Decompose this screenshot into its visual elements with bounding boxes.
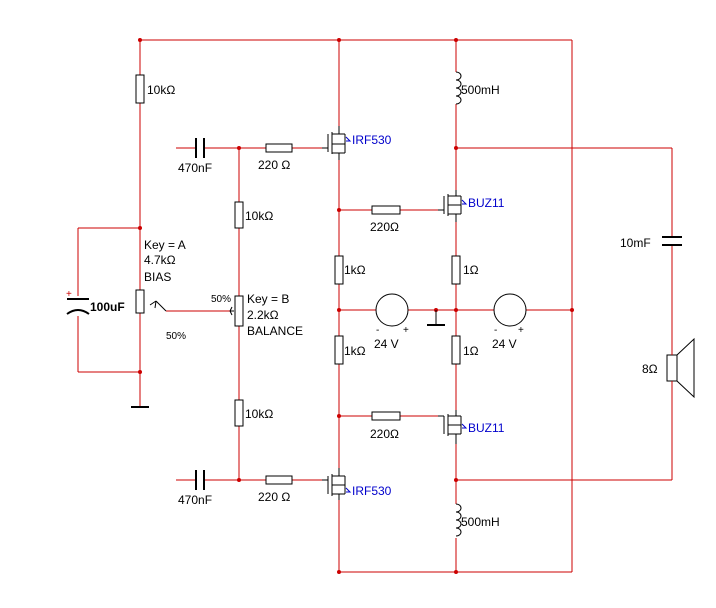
resistor-label: 220 Ω: [258, 158, 290, 172]
resistor-label: 1kΩ: [344, 344, 366, 358]
resistor-label: 1kΩ: [344, 263, 366, 277]
transistor-label: IRF530: [352, 133, 392, 147]
resistor-r-mid-bottom: 10kΩ: [234, 399, 273, 427]
junctions: [138, 38, 574, 574]
pot-name: BIAS: [144, 270, 171, 284]
pot-value: 2.2kΩ: [247, 308, 279, 322]
transistor-label: BUZ11: [468, 196, 505, 210]
mosfet-buz11-bottom: BUZ11: [438, 410, 505, 444]
potentiometer-bias: Key = A 4.7kΩ BIAS 50%: [135, 238, 186, 342]
inductor-label: 500mH: [461, 515, 500, 529]
resistor-r-gate-bottom: 220 Ω: [258, 475, 293, 504]
inductor-label: 500mH: [461, 83, 500, 97]
capacitor-c-out: 10mF: [620, 236, 682, 250]
resistor-r-gate-top: 220 Ω: [258, 143, 293, 172]
capacitor-label: 470nF: [178, 161, 212, 175]
voltage-source-left: - + 24 V: [374, 293, 409, 351]
source-minus: -: [494, 325, 497, 336]
resistor-label: 1Ω: [463, 344, 479, 358]
source-minus: -: [376, 325, 379, 336]
resistor-r-mid-top: 10kΩ: [234, 201, 273, 229]
resistor-label: 220Ω: [370, 427, 399, 441]
mosfet-irf530-bottom: IRF530: [322, 468, 392, 500]
ground-center: [427, 310, 445, 326]
resistor-r-emit-bottom: 1Ω: [451, 335, 479, 365]
resistor-r-bias-top: 10kΩ: [135, 74, 175, 104]
resistor-label: 1Ω: [463, 263, 479, 277]
pot-key: Key = A: [144, 238, 186, 252]
resistor-label: 10kΩ: [245, 209, 273, 223]
pot-value: 4.7kΩ: [144, 253, 176, 267]
resistor-r-gate-buz-bottom: 220Ω: [370, 411, 401, 441]
pot-percent: 50%: [211, 294, 231, 305]
capacitor-c-in-bottom: 470nF: [178, 470, 212, 507]
resistor-label: 10kΩ: [147, 83, 175, 97]
speaker-label: 8Ω: [642, 362, 658, 376]
pot-percent: 50%: [166, 331, 186, 342]
mosfet-buz11-top: BUZ11: [438, 190, 505, 222]
resistor-label: 220 Ω: [258, 490, 290, 504]
speaker-icon: 8Ω: [642, 337, 695, 399]
capacitor-c-bias: + 100uF: [66, 289, 125, 315]
capacitor-label: 470nF: [178, 493, 212, 507]
resistor-r-src-bottom: 1kΩ: [334, 335, 366, 365]
polarity-plus: +: [66, 289, 72, 300]
capacitor-label: 10mF: [620, 236, 651, 250]
pot-key: Key = B: [247, 292, 289, 306]
resistor-r-src-top: 1kΩ: [334, 255, 366, 285]
transistor-label: BUZ11: [468, 421, 505, 435]
potentiometer-balance: Key = B 2.2kΩ BALANCE 50%: [211, 292, 303, 338]
source-plus: +: [403, 325, 409, 336]
source-plus: +: [518, 325, 524, 336]
source-label: 24 V: [492, 337, 517, 351]
resistor-label: 10kΩ: [245, 407, 273, 421]
resistor-label: 220Ω: [370, 220, 399, 234]
capacitor-label: 100uF: [90, 300, 125, 314]
resistor-r-gate-buz-top: 220Ω: [370, 205, 401, 234]
pot-name: BALANCE: [247, 324, 303, 338]
source-label: 24 V: [374, 337, 399, 351]
mosfet-irf530-top: IRF530: [322, 126, 392, 160]
inductor-l-top: 500mH: [455, 71, 500, 105]
resistor-r-emit-top: 1Ω: [451, 255, 479, 285]
capacitor-c-in-top: 470nF: [178, 138, 212, 175]
voltage-source-right: - + 24 V: [492, 293, 527, 351]
transistor-label: IRF530: [352, 484, 392, 498]
inductor-l-bottom: 500mH: [455, 503, 500, 537]
